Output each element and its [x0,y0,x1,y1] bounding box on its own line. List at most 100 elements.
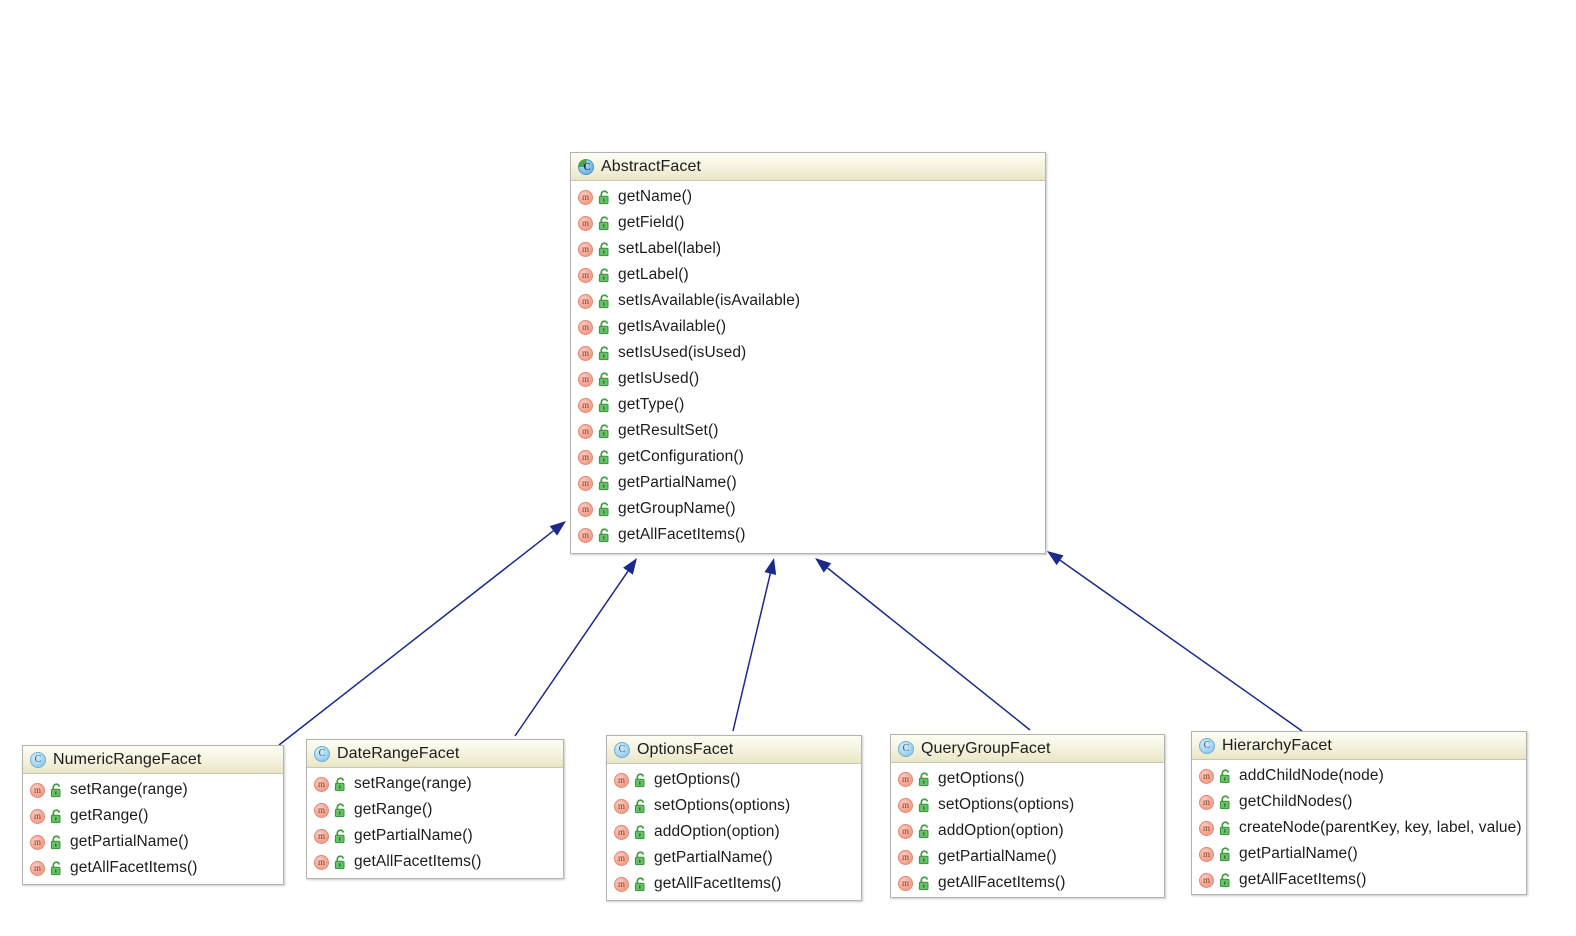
method-icon [898,875,913,891]
generalization-edge-numeric-range-facet [278,521,566,746]
method-icon [614,876,629,892]
method-icon [314,828,329,844]
class-member-row[interactable]: setRange(range) [307,771,563,797]
uml-class-numeric-range-facet[interactable]: NumericRangeFacet setRange(range) getRange… [22,745,284,885]
lock-open-icon [634,850,647,866]
member-signature: createNode(parentKey, key, label, value) [1239,819,1522,836]
class-member-row[interactable]: getAllFacetItems() [307,849,563,875]
lock-open-icon [598,501,611,517]
member-signature: getIsUsed() [618,370,700,387]
class-member-row[interactable]: addOption(option) [607,819,861,845]
lock-open-icon [598,215,611,231]
class-header[interactable]: NumericRangeFacet [23,746,283,774]
class-member-row[interactable]: getPartialName() [23,829,283,855]
class-member-row[interactable]: getAllFacetItems() [571,522,1045,548]
class-member-row[interactable]: getConfiguration() [571,444,1045,470]
lock-open-icon [334,776,347,792]
member-signature: setRange(range) [354,775,472,792]
method-icon [1199,768,1214,784]
class-member-row[interactable]: getPartialName() [571,470,1045,496]
member-signature: setOptions(options) [938,796,1075,813]
method-icon [578,475,593,491]
class-header[interactable]: DateRangeFacet [307,740,563,768]
class-member-row[interactable]: getIsAvailable() [571,314,1045,340]
edge-line [1059,559,1303,732]
class-member-row[interactable]: getAllFacetItems() [1192,867,1526,893]
class-member-row[interactable]: getType() [571,392,1045,418]
class-member-row[interactable]: getAllFacetItems() [23,855,283,881]
class-header[interactable]: HierarchyFacet [1192,732,1526,760]
member-signature: getPartialName() [1239,845,1358,862]
method-icon [1199,872,1214,888]
class-icon [314,745,330,762]
class-icon [898,740,914,757]
edge-line [732,573,772,732]
class-member-row[interactable]: createNode(parentKey, key, label, value) [1192,815,1526,841]
class-member-row[interactable]: getAllFacetItems() [891,870,1164,896]
class-member-row[interactable]: getPartialName() [607,845,861,871]
class-member-row[interactable]: setIsAvailable(isAvailable) [571,288,1045,314]
lock-open-icon [598,371,611,387]
member-signature: getRange() [70,807,149,824]
edge-line [278,530,554,746]
class-name: HierarchyFacet [1222,736,1332,754]
member-signature: setOptions(options) [654,797,791,814]
method-icon [578,319,593,335]
class-member-row[interactable]: getName() [571,184,1045,210]
class-member-row[interactable]: getLabel() [571,262,1045,288]
class-member-row[interactable]: getPartialName() [1192,841,1526,867]
class-member-row[interactable]: getResultSet() [571,418,1045,444]
method-icon [578,267,593,283]
class-member-row[interactable]: addChildNode(node) [1192,763,1526,789]
class-members: getOptions() setOptions(options) addOption… [891,763,1164,897]
class-member-row[interactable]: getOptions() [607,767,861,793]
lock-open-icon [598,267,611,283]
class-member-row[interactable]: getGroupName() [571,496,1045,522]
uml-class-options-facet[interactable]: OptionsFacet getOptions() setOptions(optio… [606,735,862,901]
lock-open-icon [918,797,931,813]
edge-arrowhead [1047,551,1064,566]
method-icon [898,771,913,787]
lock-open-icon [598,319,611,335]
uml-class-abstract-facet[interactable]: AbstractFacet getName()getField()setLabel… [570,152,1046,554]
class-member-row[interactable]: setIsUsed(isUsed) [571,340,1045,366]
member-signature: getOptions() [654,771,741,788]
lock-open-icon [598,527,611,543]
class-member-row[interactable]: setRange(range) [23,777,283,803]
member-signature: setRange(range) [70,781,188,798]
class-member-row[interactable]: setLabel(label) [571,236,1045,262]
uml-class-hierarchy-facet[interactable]: HierarchyFacet addChildNode(node) getChild… [1191,731,1527,895]
class-member-row[interactable]: getChildNodes() [1192,789,1526,815]
member-signature: getGroupName() [618,500,736,517]
class-member-row[interactable]: getAllFacetItems() [607,871,861,897]
class-member-row[interactable]: getPartialName() [891,844,1164,870]
method-icon [578,215,593,231]
class-header[interactable]: OptionsFacet [607,736,861,764]
member-signature: getAllFacetItems() [1239,871,1367,888]
class-member-row[interactable]: getRange() [307,797,563,823]
class-member-row[interactable]: getOptions() [891,766,1164,792]
method-icon [578,241,593,257]
class-member-row[interactable]: setOptions(options) [891,792,1164,818]
uml-class-date-range-facet[interactable]: DateRangeFacetsetRange(range)getRange()g… [306,739,564,879]
class-header[interactable]: AbstractFacet [571,153,1045,181]
class-member-row[interactable]: setOptions(options) [607,793,861,819]
member-signature: getChildNodes() [1239,793,1353,810]
member-signature: getLabel() [618,266,689,283]
method-icon [578,397,593,413]
class-header[interactable]: QueryGroupFacet [891,735,1164,763]
class-member-row[interactable]: addOption(option) [891,818,1164,844]
method-icon [578,501,593,517]
class-member-row[interactable]: getPartialName() [307,823,563,849]
member-signature: getPartialName() [654,849,773,866]
uml-class-query-group-facet[interactable]: QueryGroupFacet getOptions() setOptions(op… [890,734,1165,898]
lock-open-icon [1219,872,1232,888]
member-signature: getIsAvailable() [618,318,727,335]
class-member-row[interactable]: getField() [571,210,1045,236]
class-members: setRange(range) getRange() getPartialName(… [23,774,283,884]
class-members: getOptions() setOptions(options) addOption… [607,764,861,900]
lock-open-icon [918,875,931,891]
class-member-row[interactable]: getRange() [23,803,283,829]
class-abstract-icon [578,158,595,176]
class-member-row[interactable]: getIsUsed() [571,366,1045,392]
